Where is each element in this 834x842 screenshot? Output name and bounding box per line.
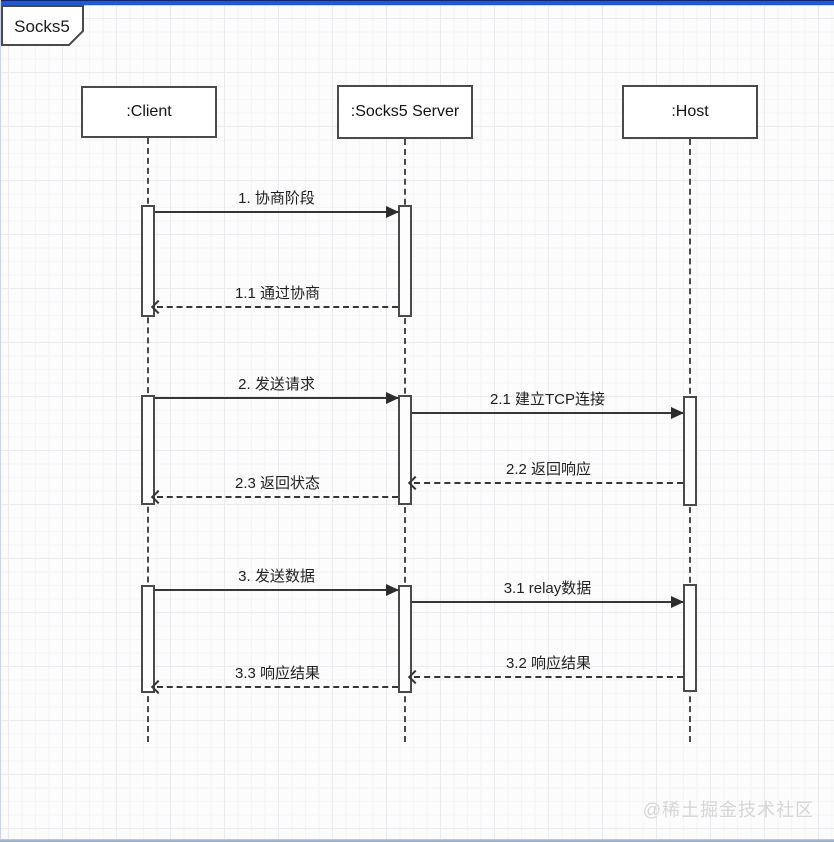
message-line <box>412 412 683 414</box>
message-label: 1. 协商阶段 <box>238 190 315 207</box>
message-line <box>155 211 398 213</box>
message-line <box>155 589 398 591</box>
message-line <box>414 482 683 484</box>
actor-socks5-server: :Socks5 Server <box>337 85 473 139</box>
activation-client-3 <box>141 585 155 693</box>
actor-client-label: :Client <box>126 103 172 120</box>
message-line <box>412 601 683 603</box>
message-line <box>157 306 398 308</box>
activation-host-2 <box>683 396 697 506</box>
solid-arrowhead-icon <box>386 584 399 596</box>
frame-label: Socks5 <box>1 5 84 46</box>
message-3-send-data: 3. 发送数据 <box>155 568 399 596</box>
solid-arrowhead-icon <box>386 206 399 218</box>
message-label: 2.2 返回响应 <box>505 461 592 478</box>
message-2-1-tcp-connect: 2.1 建立TCP连接 <box>412 391 684 419</box>
message-3-2-response-result: 3.2 响应结果 <box>407 655 683 685</box>
actor-socks5-server-label: :Socks5 Server <box>350 103 460 120</box>
message-2-send-request: 2. 发送请求 <box>155 376 399 404</box>
solid-arrowhead-icon <box>671 407 684 419</box>
message-line <box>157 496 398 498</box>
solid-arrowhead-icon <box>386 392 399 404</box>
message-1-negotiation: 1. 协商阶段 <box>155 190 399 218</box>
activation-server-3 <box>398 585 412 693</box>
message-label: 3.1 relay数据 <box>503 580 592 597</box>
activation-server-2 <box>398 395 412 505</box>
activation-server-1 <box>398 205 412 317</box>
message-line <box>414 676 683 678</box>
message-label: 1.1 通过协商 <box>234 285 321 302</box>
message-label: 3.3 响应结果 <box>234 665 321 682</box>
activation-client-2 <box>141 395 155 505</box>
actor-host: :Host <box>622 85 758 139</box>
frame-label-text: Socks5 <box>14 17 70 36</box>
window-left-edge <box>0 0 1 842</box>
message-line <box>157 686 398 688</box>
message-2-2-response: 2.2 返回响应 <box>407 461 683 491</box>
juejin-watermark: @稀土掘金技术社区 <box>642 800 814 820</box>
activation-client-1 <box>141 205 155 317</box>
solid-arrowhead-icon <box>671 596 684 608</box>
message-label: 2.3 返回状态 <box>234 475 321 492</box>
message-3-1-relay-data: 3.1 relay数据 <box>412 580 684 608</box>
frame-label-shape <box>1 5 84 46</box>
activation-host-3 <box>683 584 697 692</box>
message-line <box>155 397 398 399</box>
message-label: 3. 发送数据 <box>238 568 315 585</box>
message-label: 2.1 建立TCP连接 <box>489 391 606 408</box>
message-2-3-return-status: 2.3 返回状态 <box>150 475 398 505</box>
message-3-3-response-result: 3.3 响应结果 <box>150 665 398 695</box>
window-top-bar <box>0 0 834 6</box>
actor-host-label: :Host <box>671 103 709 120</box>
message-label: 2. 发送请求 <box>238 376 315 393</box>
message-1-1-reply: 1.1 通过协商 <box>150 285 398 315</box>
message-label: 3.2 响应结果 <box>505 655 592 672</box>
window-bottom-bar <box>0 839 834 842</box>
actor-client: :Client <box>81 86 217 138</box>
